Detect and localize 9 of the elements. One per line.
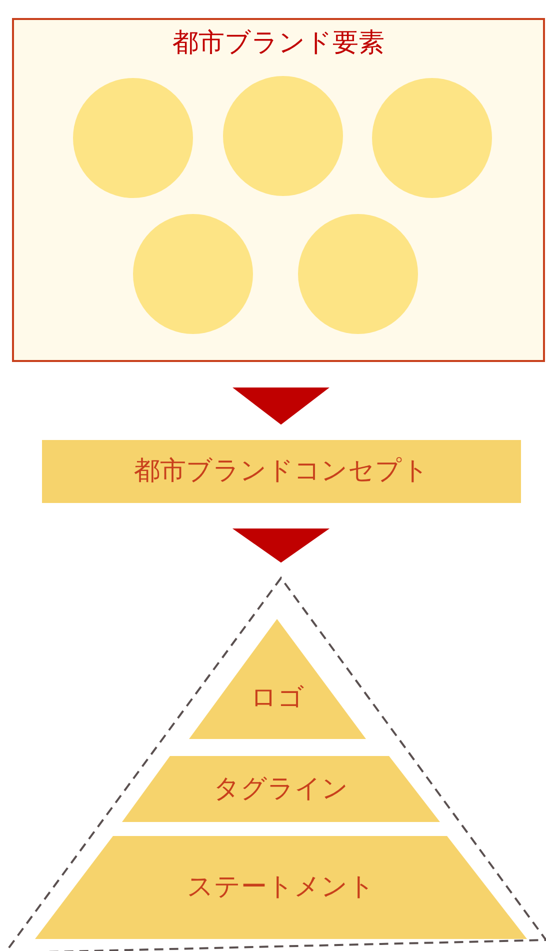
layer-label: ステートメント xyxy=(187,872,375,902)
layer-label: ロゴ xyxy=(250,683,304,713)
panel-title: 都市ブランド要素 xyxy=(172,28,384,58)
concept-label: 都市ブランドコンセプト xyxy=(134,456,429,486)
arrow xyxy=(232,528,330,563)
concept-band xyxy=(42,440,521,503)
elements-panel xyxy=(12,18,545,362)
layer-label: タグライン xyxy=(214,774,348,804)
arrow xyxy=(232,388,330,425)
